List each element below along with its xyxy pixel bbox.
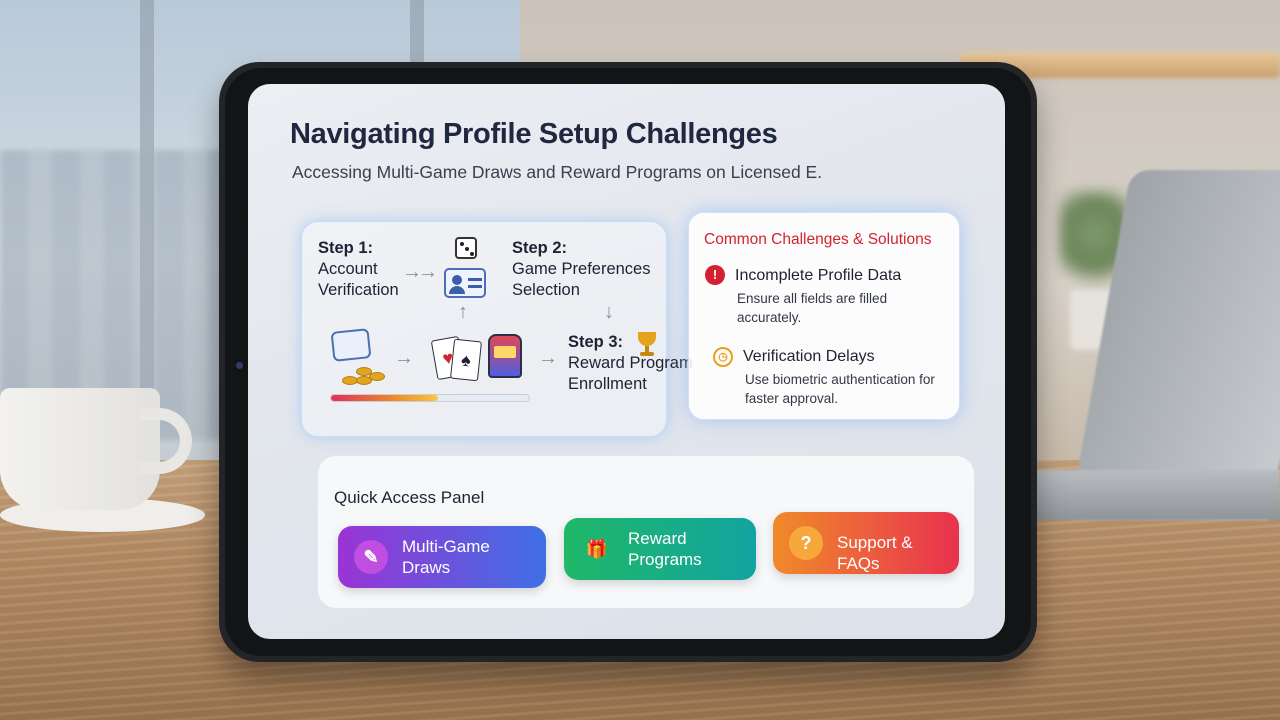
arrow-down-icon: ↓ (604, 301, 614, 323)
ticket-icon: ✎ (354, 540, 388, 574)
step-1-label: Account Verification (318, 260, 399, 299)
progress-bar (330, 394, 530, 402)
page-title: Navigating Profile Setup Challenges (290, 118, 778, 150)
arrow-up-icon: ↑ (458, 301, 468, 323)
quick-access-title: Quick Access Panel (334, 488, 485, 507)
tablet-device: Navigating Profile Setup Challenges Acce… (219, 62, 1037, 662)
gift-icon: 🎁 (585, 539, 609, 559)
clock-icon: ◷ (713, 347, 733, 367)
step-2[interactable]: Step 2: Game Preferences Selection (512, 238, 662, 301)
step-2-label: Game Preferences Selection (512, 260, 651, 299)
id-card-icon (444, 268, 486, 298)
step-3[interactable]: Step 3: Reward Program Enrollment (568, 332, 698, 395)
arrow-right-icon: → (394, 347, 414, 369)
challenges-panel: Common Challenges & Solutions ! Incomple… (688, 212, 960, 420)
button-label: Reward Programs (628, 529, 702, 569)
error-icon: ! (705, 265, 725, 285)
step-3-label: Reward Program Enrollment (568, 354, 693, 393)
arrow-right-icon: → (538, 347, 558, 369)
steps-flow-panel: Step 1: Account Verification → → ↑ Step … (300, 220, 693, 438)
coffee-mug (0, 388, 160, 510)
challenge-heading: Verification Delays (743, 348, 875, 365)
challenge-heading: Incomplete Profile Data (735, 267, 902, 284)
button-label: Multi-Game Draws (402, 537, 490, 577)
challenges-title: Common Challenges & Solutions (704, 231, 932, 248)
question-icon: ? (789, 526, 823, 560)
step-1[interactable]: Step 1: Account Verification (318, 238, 428, 301)
challenge-solution: Ensure all fields are filled accurately. (737, 291, 888, 325)
page-subtitle: Accessing Multi-Game Draws and Reward Pr… (292, 162, 823, 182)
progress-fill (331, 395, 438, 401)
dice-icon (455, 237, 477, 259)
challenge-solution: Use biometric authentication for faster … (745, 372, 935, 406)
reward-programs-button[interactable]: 🎁 Reward Programs (564, 518, 756, 580)
ticket-icon (330, 328, 372, 362)
slot-machine-icon (488, 334, 522, 378)
window-mullion (140, 0, 154, 470)
button-label: Support & FAQs (837, 533, 913, 573)
camera-icon (236, 362, 243, 369)
support-faqs-button[interactable]: ? Support & FAQs (773, 512, 959, 574)
trophy-icon (634, 332, 660, 358)
laptop-base (1020, 470, 1280, 520)
arrow-right-icon: → (418, 261, 438, 283)
card-spades: ♠ (449, 338, 483, 382)
playing-cards-icon: ♥ ♠ (430, 334, 490, 382)
coins-icon (342, 364, 385, 390)
step-3-title: Step 3: (568, 333, 624, 351)
quick-access-panel: Quick Access Panel ✎ Multi-Game Draws 🎁 … (318, 456, 974, 608)
step-2-title: Step 2: (512, 239, 568, 257)
arrow-right-icon: → (402, 261, 422, 283)
step-1-title: Step 1: (318, 239, 374, 257)
multi-game-draws-button[interactable]: ✎ Multi-Game Draws (338, 526, 546, 588)
tablet-screen: Navigating Profile Setup Challenges Acce… (248, 84, 1005, 639)
